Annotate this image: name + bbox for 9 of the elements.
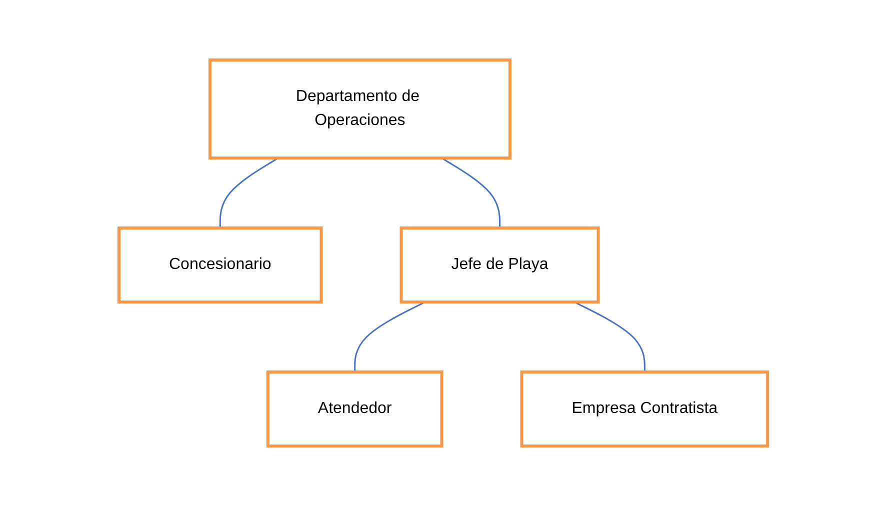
connector: [574, 301, 646, 372]
node-box: Jefe de Playa: [399, 226, 600, 304]
connector: [354, 301, 426, 372]
node-box: Concesionario: [117, 226, 322, 304]
connector: [440, 157, 500, 228]
node-box: Atendedor: [266, 370, 443, 448]
node-box: Departamento de Operaciones: [208, 58, 512, 160]
connector: [219, 157, 278, 228]
node-box: Empresa Contratista: [520, 370, 769, 448]
